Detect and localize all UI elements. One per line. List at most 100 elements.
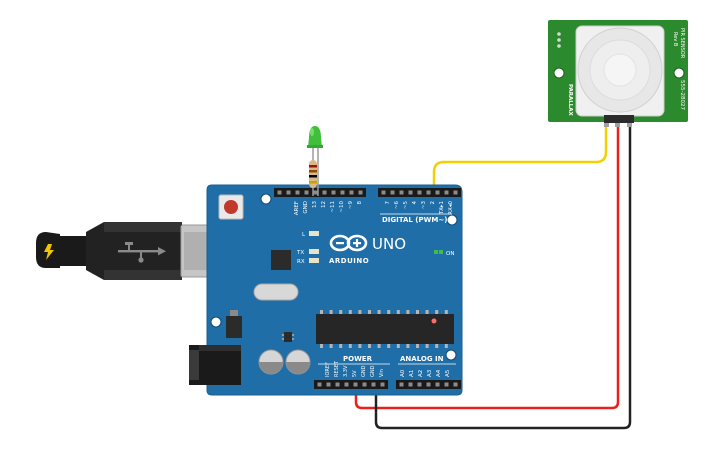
analog-pin-label: A0 — [400, 369, 406, 377]
header-socket[interactable] — [295, 190, 300, 195]
header-socket[interactable] — [408, 382, 413, 387]
resistor[interactable] — [309, 160, 317, 188]
usb-cable[interactable] — [36, 222, 216, 280]
top-pin-label: 7 — [385, 201, 391, 205]
header-socket[interactable] — [335, 382, 340, 387]
led-with-resistor[interactable] — [307, 126, 323, 196]
power-label: POWER — [343, 355, 373, 363]
top-pin-label: TX▸1 — [439, 201, 445, 215]
header-socket[interactable] — [399, 382, 404, 387]
usb-cable-body — [58, 236, 88, 266]
analog-header[interactable] — [396, 380, 461, 389]
chip-pin — [348, 310, 352, 314]
power-pin-label: 3.3V — [343, 365, 349, 377]
uno-label: UNO — [372, 235, 406, 253]
power-pin-label: GND — [370, 365, 376, 377]
digital-header-right[interactable] — [378, 188, 461, 197]
header-socket[interactable] — [417, 382, 422, 387]
header-socket[interactable] — [381, 190, 386, 195]
header-socket[interactable] — [344, 382, 349, 387]
header-socket[interactable] — [362, 382, 367, 387]
header-socket[interactable] — [349, 190, 354, 195]
analog-pin-label: A3 — [427, 369, 433, 377]
chip-pin — [320, 344, 323, 348]
reset-button[interactable] — [218, 194, 244, 220]
header-socket[interactable] — [277, 190, 282, 195]
header-socket[interactable] — [326, 382, 331, 387]
top-pin-label: ~6 — [394, 201, 400, 210]
top-pin-label: AREF — [294, 201, 300, 215]
chip-pin — [320, 310, 323, 314]
top-pin-label: ~9 — [348, 201, 354, 210]
chip-pin — [329, 310, 333, 314]
header-socket[interactable] — [286, 190, 291, 195]
dc-power-jack[interactable] — [189, 345, 241, 385]
analog-pin-label: A4 — [436, 369, 442, 377]
top-pin-label: ~10 — [339, 201, 345, 213]
mount-hole — [445, 349, 457, 361]
header-socket[interactable] — [371, 382, 376, 387]
top-pin-label: ~5 — [403, 201, 409, 210]
power-header[interactable] — [314, 380, 388, 389]
header-socket[interactable] — [444, 190, 449, 195]
header-socket[interactable] — [426, 190, 431, 195]
header-socket[interactable] — [453, 190, 458, 195]
usb-chip — [271, 250, 291, 270]
green-led[interactable] — [307, 126, 323, 148]
header-socket[interactable] — [390, 190, 395, 195]
sensor-name: PIR SENSOR — [679, 28, 685, 59]
header-socket[interactable] — [417, 190, 422, 195]
header-socket[interactable] — [435, 382, 440, 387]
sensor-mount-hole — [673, 67, 685, 79]
digital-label: DIGITAL (PWM~) — [382, 216, 447, 224]
power-pin-label: Vin — [379, 369, 385, 377]
chip-pin — [387, 344, 391, 348]
sensor-dots — [557, 32, 561, 48]
pir-sensor[interactable]: PARALLAX PIR SENSOR Rev B 555-28027 — [548, 20, 688, 127]
digital-header-left[interactable] — [274, 188, 366, 197]
chip-pin — [444, 344, 448, 348]
header-socket[interactable] — [358, 190, 363, 195]
sensor-part-number: 555-28027 — [679, 80, 685, 110]
top-pin-label: GND — [303, 201, 309, 214]
chip-pin — [416, 310, 419, 314]
header-socket[interactable] — [426, 382, 431, 387]
header-socket[interactable] — [340, 190, 345, 195]
chip-pin — [348, 344, 352, 348]
led-l — [309, 231, 319, 236]
analog-pin-label: A2 — [418, 370, 424, 377]
status-leds: L TX RX — [296, 231, 319, 265]
analog-pin-label: A1 — [409, 370, 415, 377]
sensor-pins[interactable] — [604, 115, 634, 127]
header-socket[interactable] — [408, 190, 413, 195]
smd-component — [284, 332, 292, 342]
chip-pin — [444, 310, 448, 314]
header-socket[interactable] — [331, 190, 336, 195]
chip-pin — [377, 344, 381, 348]
header-socket[interactable] — [399, 190, 404, 195]
chip-pin — [339, 344, 343, 348]
voltage-regulator — [226, 310, 242, 338]
power-led: ON — [434, 250, 454, 257]
chip-pin — [358, 344, 362, 348]
header-socket[interactable] — [304, 190, 309, 195]
power-wire[interactable] — [354, 120, 620, 410]
ground-wire[interactable] — [374, 120, 632, 430]
header-socket[interactable] — [353, 382, 358, 387]
top-pin-label: 13 — [312, 201, 318, 208]
header-socket[interactable] — [313, 190, 318, 195]
header-socket[interactable] — [453, 382, 458, 387]
header-socket[interactable] — [322, 190, 327, 195]
header-socket[interactable] — [444, 382, 449, 387]
top-pin-label: 8 — [357, 201, 363, 205]
power-pin-label: GND — [361, 365, 367, 377]
header-socket[interactable] — [317, 382, 322, 387]
header-socket[interactable] — [380, 382, 385, 387]
usb-icon — [118, 242, 166, 263]
header-socket[interactable] — [435, 190, 440, 195]
signal-wire[interactable] — [432, 120, 608, 193]
top-pin-label: 2 — [430, 201, 436, 205]
top-pin-label: 12 — [321, 201, 327, 208]
